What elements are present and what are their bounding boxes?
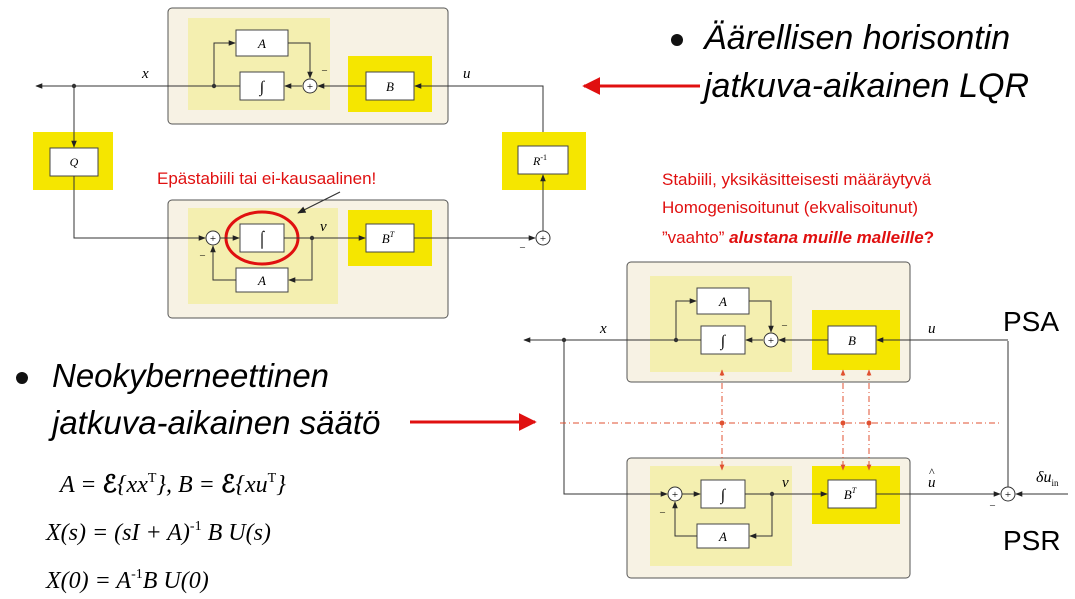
wire (288, 42, 313, 79)
block-b (365, 71, 415, 101)
wire (288, 238, 313, 283)
bullet-dot (16, 372, 28, 384)
signal-x: x (141, 66, 149, 82)
hat-icon: ^ (929, 465, 935, 479)
plus-icon: + (672, 489, 678, 501)
block-q-label: Q (70, 155, 79, 169)
block-bt (365, 223, 415, 253)
bottom-diagram: A ∫ + – B x u PSA + – ∫ A BT (523, 261, 1068, 579)
minus-sign: – (199, 250, 206, 261)
plus-icon: + (307, 81, 313, 93)
note-line2: Homogenisoitunut (ekvalisoitunut) (662, 198, 918, 217)
block-a-label: A (718, 294, 727, 309)
sum-junction (763, 332, 779, 348)
signal-duin: δuin (1036, 469, 1059, 488)
plus-icon: + (1005, 489, 1011, 501)
equation-2: X(s) = (sI + A)-1 B U(s) (45, 519, 271, 546)
block-a2 (696, 523, 750, 549)
bullet1-line2: jatkuva-aikainen LQR (700, 67, 1029, 105)
block-a2-label: A (718, 529, 727, 544)
equation-1: A = ℰ{xxT}, B = ℰ{xuT} (58, 471, 286, 498)
wire (563, 340, 668, 497)
wire (213, 40, 236, 86)
bullet-dot (671, 34, 683, 46)
minus-sign: – (519, 242, 526, 253)
signal-v: v (782, 475, 789, 491)
annotation-unstable: Epästabiili tai ei-kausaalinen! (157, 169, 376, 188)
integrator-icon: ∫ (720, 487, 727, 505)
equation-3: X(0) = A-1B U(0) (45, 567, 209, 594)
plus-icon: + (768, 335, 774, 347)
block-q (49, 147, 99, 177)
wire (749, 300, 774, 333)
block-b-label: B (386, 79, 394, 94)
minus-sign: – (989, 500, 996, 511)
minus-sign: – (659, 507, 666, 518)
block-bt-label: BT (844, 486, 857, 502)
coupling-node (866, 420, 872, 426)
bullet2-line2: jatkuva-aikainen säätö (48, 404, 380, 441)
signal-x: x (599, 321, 607, 337)
block-bt (827, 479, 877, 509)
block-a2-label: A (257, 273, 266, 288)
block-b-label: B (848, 333, 856, 348)
integrator-block (700, 325, 746, 355)
label-psr: PSR (1003, 525, 1061, 556)
label-psa: PSA (1003, 306, 1059, 337)
coupling-lines (560, 369, 1000, 471)
node (211, 83, 217, 89)
equations: A = ℰ{xxT}, B = ℰ{xuT} X(s) = (sI + A)-1… (45, 471, 286, 594)
block-rinv (517, 145, 569, 175)
coupling-node (719, 420, 725, 426)
wire (749, 494, 773, 539)
plus-icon: + (210, 233, 216, 245)
integrator-icon: ∫ (259, 79, 266, 97)
wire (210, 245, 236, 281)
minus-sign: – (781, 320, 788, 331)
block-rinv-label: R-1 (532, 153, 547, 168)
signal-uhat: u (928, 475, 936, 491)
annotation-arrow (297, 191, 341, 214)
block-a (696, 287, 750, 315)
signal-u: u (928, 321, 936, 337)
note-line1: Stabiili, yksikäsitteisesti määräytyvä (662, 170, 932, 189)
block-b (827, 325, 877, 355)
sum-junction (302, 78, 318, 94)
wire (672, 501, 697, 537)
block-a-label: A (257, 36, 266, 51)
wire (675, 298, 697, 340)
signal-v: v (320, 219, 327, 235)
bullet2-line1: Neokyberneettinen (52, 357, 329, 394)
wire (414, 83, 544, 138)
plus-icon: + (540, 233, 546, 245)
integrator-icon: ∫ (720, 333, 727, 351)
coupling-node (840, 420, 846, 426)
block-bt-label: BT (382, 230, 395, 246)
bullet1-line1: Äärellisen horisontin (702, 19, 1010, 57)
note-text: Stabiili, yksikäsitteisesti määräytyvä H… (662, 170, 934, 247)
reverse-integrator-icon: ⌠ (257, 230, 267, 250)
minus-sign: – (321, 65, 328, 76)
top-diagram: A ∫ + – B x u Q R-1 + – (33, 7, 586, 319)
note-line3: ”vaahto” alustana muille malleille? (662, 228, 934, 247)
wire (73, 176, 206, 241)
signal-u: u (463, 66, 471, 82)
